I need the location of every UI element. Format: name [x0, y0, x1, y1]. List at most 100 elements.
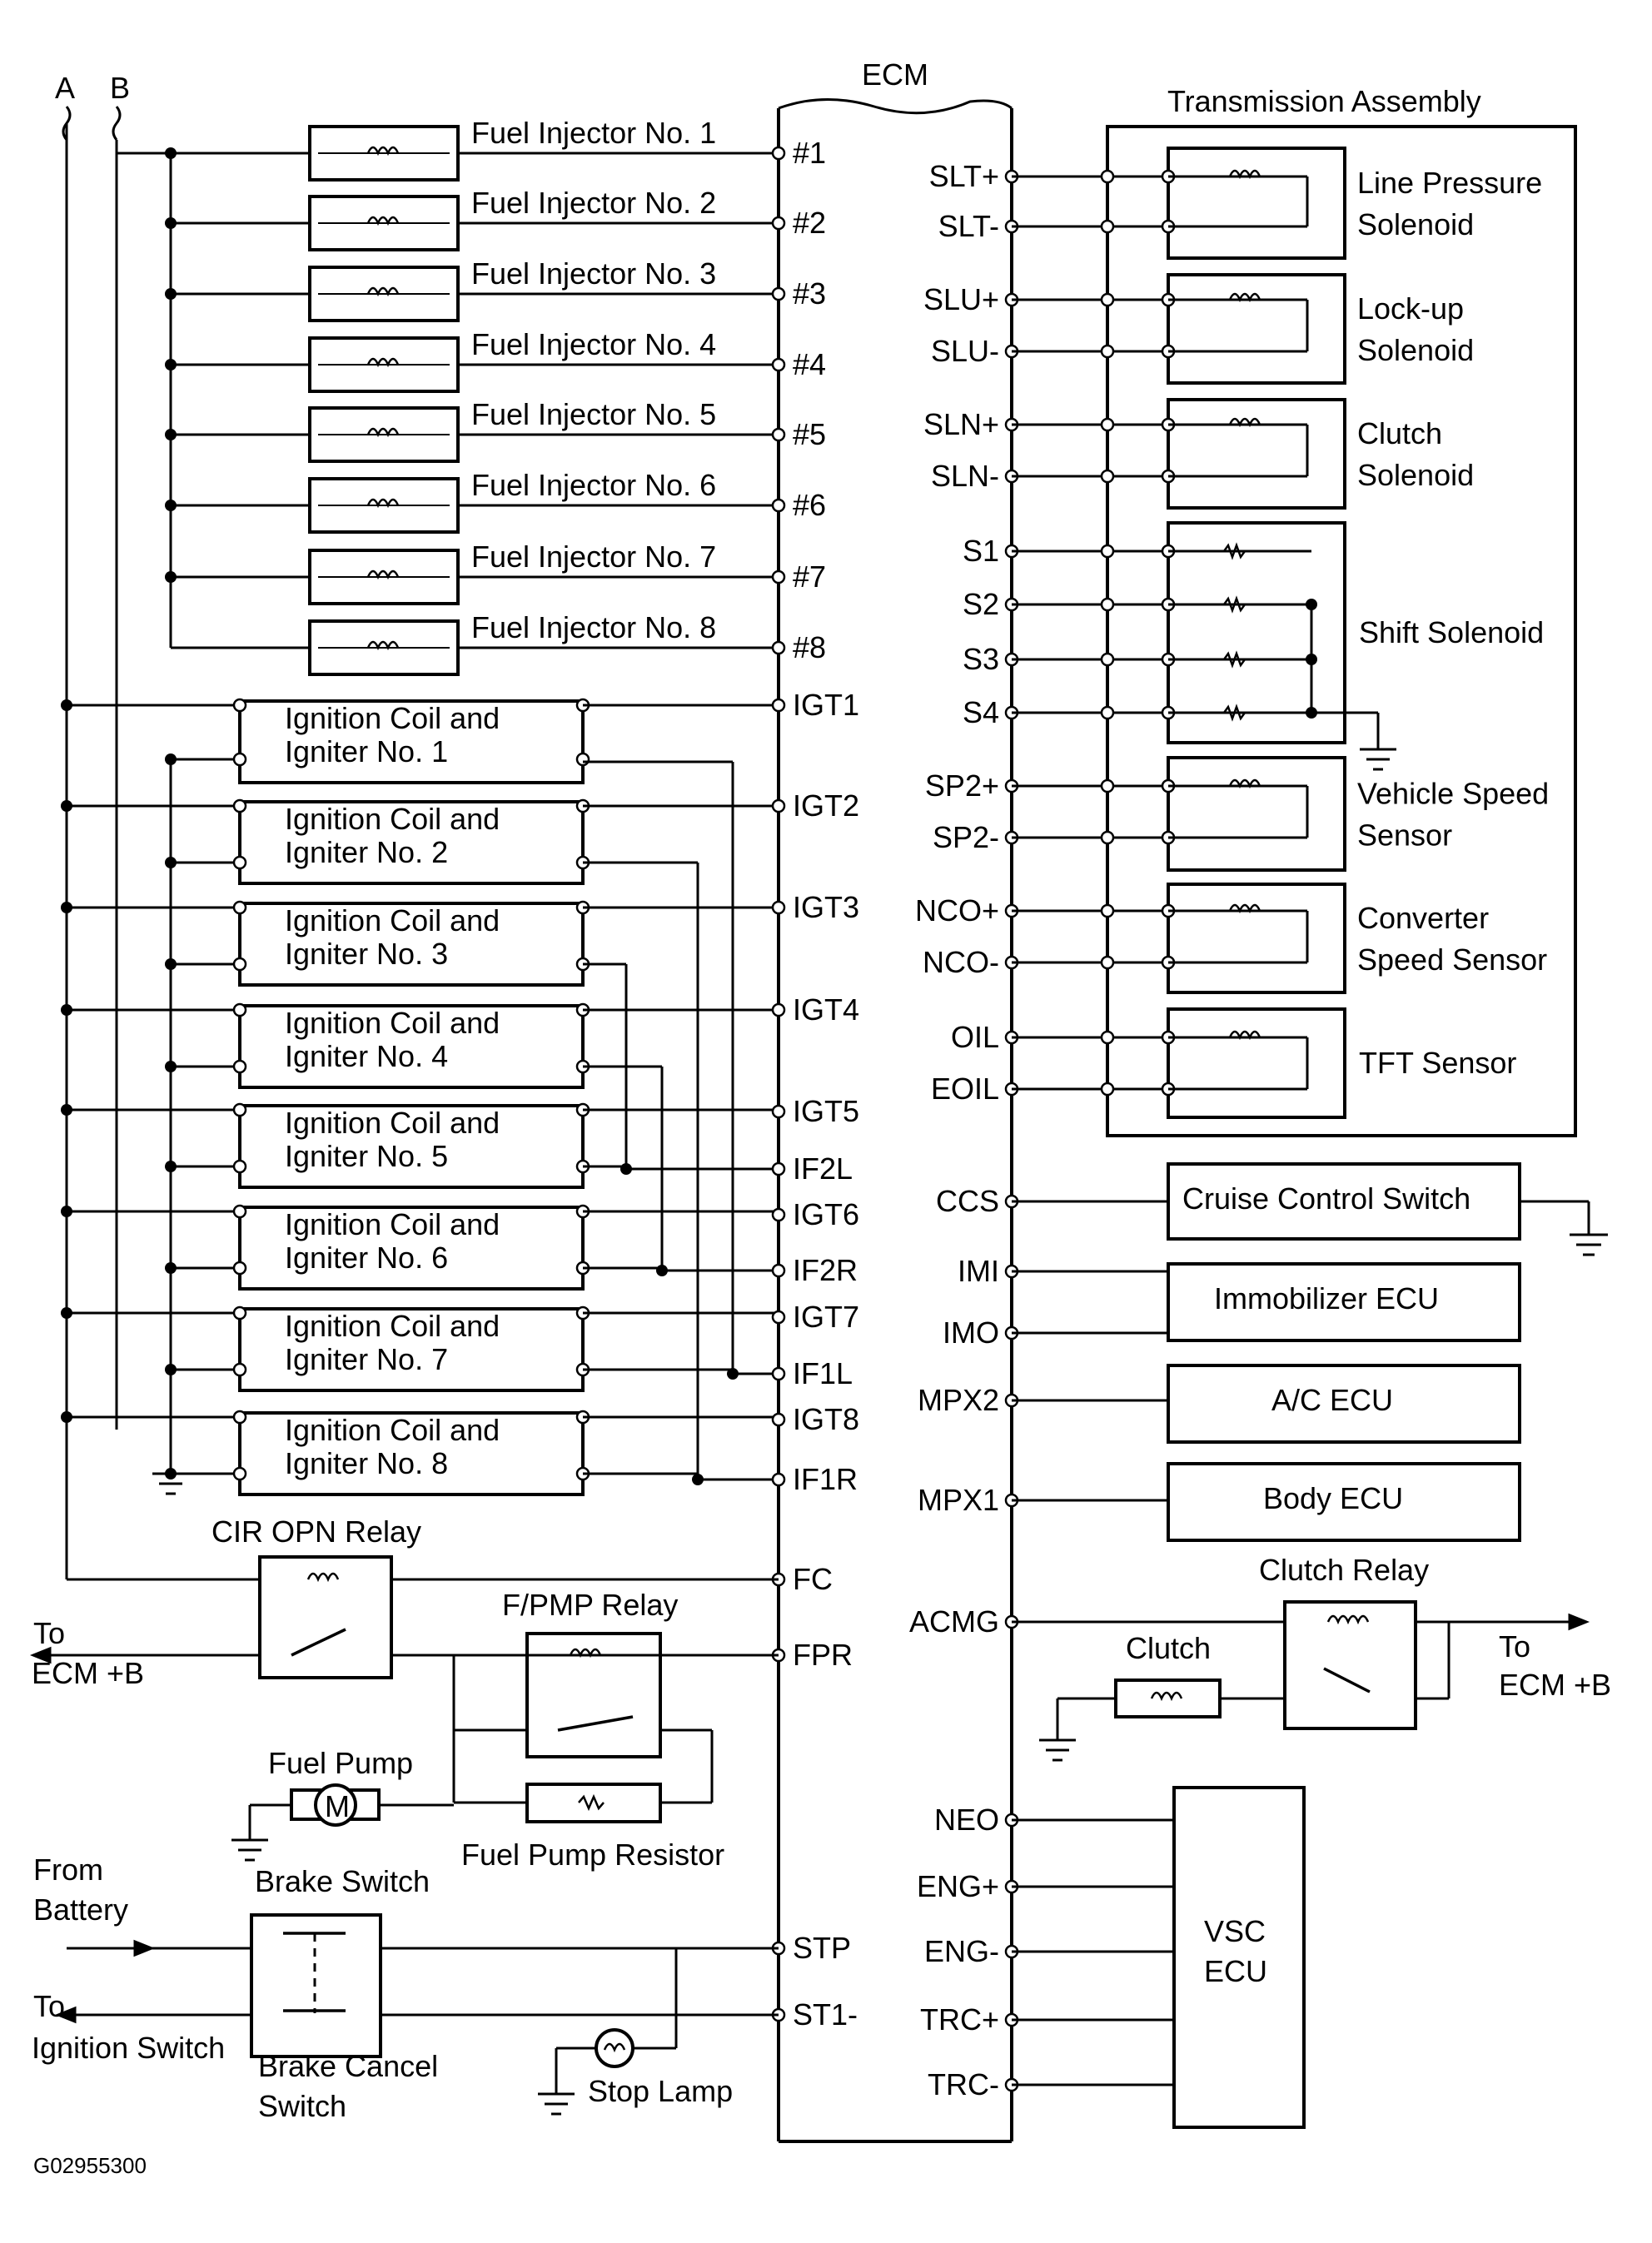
bus-b-label: B — [110, 71, 130, 105]
fpmp-relay — [231, 1632, 779, 1862]
ecm-pin-IGT3: IGT3 — [793, 890, 859, 924]
ignition-coil-label-3-a: Ignition Coil and — [285, 903, 500, 937]
vsc-ecu-label-1: VSC — [1204, 1914, 1266, 1948]
terminal-circle — [1100, 1030, 1115, 1045]
terminal-circle — [232, 1261, 247, 1276]
terminal-circle — [1100, 597, 1115, 612]
ecm-pin-SLN+: SLN+ — [923, 407, 999, 441]
junction-dot — [165, 147, 177, 159]
ecm-pin-MPX1: MPX1 — [918, 1483, 999, 1517]
fuel-pump-resistor-label: Fuel Pump Resistor — [461, 1838, 724, 1872]
to-ecm-left-1: To — [33, 1616, 65, 1650]
ecm-pin-ENG-: ENG- — [924, 1934, 999, 1968]
ecm-pin-#3: #3 — [793, 276, 826, 311]
ignition-coil-label-1-b: Igniter No. 1 — [285, 734, 448, 768]
terminal-circle — [771, 216, 786, 231]
ecm-outline — [777, 97, 1013, 2143]
ecm-pin-S3: S3 — [963, 642, 999, 676]
immobilizer-ecu-label: Immobilizer ECU — [1214, 1281, 1439, 1315]
fuel-injector-2: Fuel Injector No. 2 — [165, 186, 779, 251]
junction-dot — [165, 753, 177, 765]
ecm-pin-SLU-: SLU- — [931, 334, 999, 368]
fuel-injector-7: Fuel Injector No. 7 — [165, 540, 779, 605]
junction-dot — [61, 1411, 72, 1423]
coil-symbol-icon — [1228, 778, 1261, 789]
junction-dot — [61, 800, 72, 812]
return-rail-IF1R — [583, 861, 779, 1485]
fpmp-relay-label: F/PMP Relay — [502, 1588, 678, 1622]
ecm-pin-STP: STP — [793, 1931, 851, 1965]
terminal-circle — [232, 1466, 247, 1481]
ecm-pin-IGT2: IGT2 — [793, 788, 859, 823]
terminal-circle — [771, 1161, 786, 1176]
terminal-circle — [1100, 344, 1115, 359]
terminal-circle — [771, 798, 786, 813]
ecm-pin-SP2+: SP2+ — [925, 768, 999, 803]
fuel-injector-8: Fuel Injector No. 8 — [171, 610, 779, 676]
clutch-relay-label: Clutch Relay — [1259, 1553, 1429, 1587]
ecm-pin-#8: #8 — [793, 630, 826, 664]
fuel-injector-label-6: Fuel Injector No. 6 — [471, 468, 716, 502]
from-battery-2: Battery — [33, 1892, 128, 1927]
clutch-label: Clutch — [1126, 1631, 1211, 1665]
ecm-pin-#1: #1 — [793, 136, 826, 170]
junction-dot — [61, 1004, 72, 1016]
ecm-pin-group: #1#2#3#4#5#6#7#8IGT1IGT2IGT3IGT4IGT5IF2L… — [771, 136, 1019, 2101]
brake-cancel-label-1: Brake Cancel — [258, 2049, 438, 2083]
ecm-pin-#6: #6 — [793, 488, 826, 522]
ecm-pin-#4: #4 — [793, 347, 826, 381]
terminal-circle — [771, 1104, 786, 1119]
ignition-coil-label-1-a: Ignition Coil and — [285, 701, 500, 735]
brake-switch-label: Brake Switch — [255, 1864, 430, 1898]
terminal-circle — [232, 752, 247, 767]
ignition-coil-label-8-a: Ignition Coil and — [285, 1413, 500, 1447]
coil-box — [238, 1307, 585, 1392]
ecm-pin-CCS: CCS — [936, 1184, 999, 1218]
coil-box — [238, 1104, 585, 1189]
ecm-pin-SLU+: SLU+ — [923, 282, 999, 316]
coil-box — [238, 1411, 585, 1496]
brake-switch — [54, 1913, 779, 2116]
to-ecm-left-2: ECM +B — [32, 1656, 144, 1690]
transmission-label-3-b: Solenoid — [1357, 458, 1474, 492]
ecm-pin-ENG+: ENG+ — [917, 1869, 999, 1903]
component-box — [1167, 883, 1346, 994]
fuel-injector-1: Fuel Injector No. 1 — [165, 116, 779, 182]
junction-dot — [61, 699, 72, 711]
terminal-circle — [771, 900, 786, 915]
fuel-injector-label-1: Fuel Injector No. 1 — [471, 116, 716, 150]
ecm-pin-IF1R: IF1R — [793, 1462, 858, 1496]
ignition-coil-label-5-a: Ignition Coil and — [285, 1106, 500, 1140]
terminal-circle — [232, 1002, 247, 1017]
terminal-circle — [1100, 955, 1115, 970]
terminal-circle — [771, 569, 786, 584]
fuel-injector-label-5: Fuel Injector No. 5 — [471, 397, 716, 431]
body-ecu-label: Body ECU — [1263, 1481, 1403, 1515]
fuel-injector-label-4: Fuel Injector No. 4 — [471, 327, 716, 361]
junction-dot — [1306, 599, 1317, 610]
ecm-pin-#5: #5 — [793, 417, 826, 451]
ecm-pin-SLT+: SLT+ — [929, 159, 999, 193]
ecm-pin-IGT4: IGT4 — [793, 992, 859, 1027]
terminal-circle — [771, 427, 786, 442]
transmission-label-2-b: Solenoid — [1357, 333, 1474, 367]
ecm-pin-IGT7: IGT7 — [793, 1300, 859, 1334]
fuel-injector-4: Fuel Injector No. 4 — [165, 327, 779, 393]
vsc-ecu-label-2: ECU — [1204, 1954, 1267, 1988]
right-ecu-boxes — [1012, 1162, 1608, 2129]
brake-cancel-label-2: Switch — [258, 2089, 346, 2123]
ecm-pin-IF1L: IF1L — [793, 1356, 853, 1390]
ecm-pin-ST1-: ST1- — [793, 1997, 858, 2032]
resistor-icon — [1222, 704, 1246, 722]
coil-symbol-icon — [366, 498, 400, 509]
terminal-circle — [771, 1002, 786, 1017]
terminal-circle — [232, 1362, 247, 1377]
terminal-circle — [232, 900, 247, 915]
